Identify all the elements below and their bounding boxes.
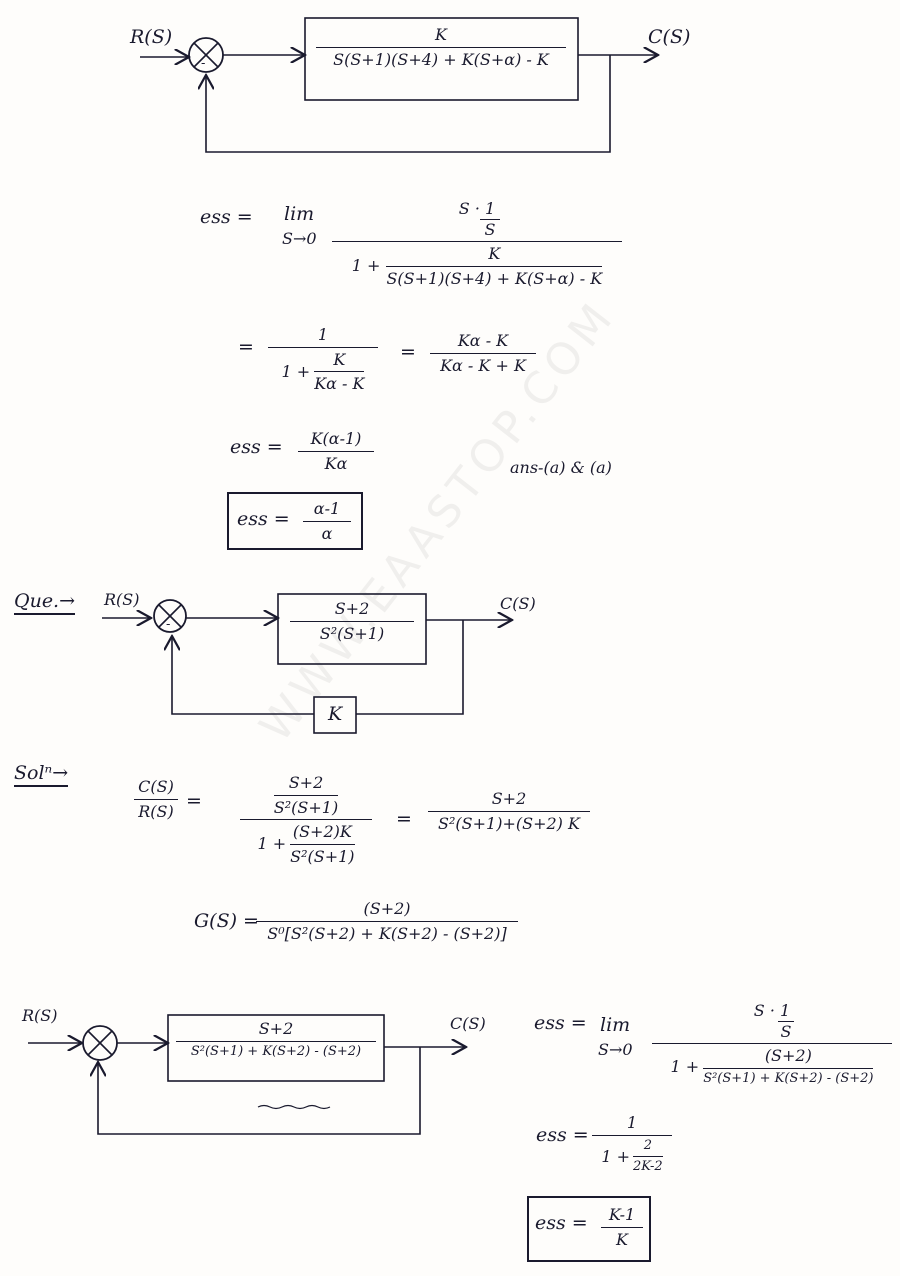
ess1-step-denominator: Kα - K + K bbox=[440, 355, 526, 375]
solution-closed-loop-ratio: C(S) R(S) bbox=[134, 778, 178, 820]
ess2-step-fraction: 1 1 + 2 2K-2 bbox=[592, 1114, 672, 1174]
question-forward-block bbox=[277, 593, 427, 665]
ess2-final-denominator: K bbox=[616, 1229, 628, 1249]
ess2-num-top: S · 1 bbox=[753, 1001, 791, 1020]
diagram2-lines bbox=[28, 1014, 466, 1135]
ess1-step-equals: = bbox=[238, 336, 254, 358]
ess1-num-bottom: S bbox=[484, 219, 496, 239]
ess2-step-inner-den: 2K-2 bbox=[632, 1158, 663, 1174]
question-transfer-function: S+2 S²(S+1) bbox=[290, 600, 414, 642]
question-minus-sign: - bbox=[166, 617, 171, 632]
question-summing-junction bbox=[153, 599, 187, 633]
solution-a-denominator: S²(S+1) bbox=[273, 797, 339, 817]
diagram2-forward-block bbox=[167, 1014, 385, 1082]
ess1-answer-note: ans-(a) & (a) bbox=[510, 458, 612, 477]
solution-equals-2: = bbox=[396, 808, 412, 830]
ess1-step-result-fraction: Kα - K Kα - K + K bbox=[430, 332, 536, 374]
solution-b-denominator: S²(S+1) bbox=[290, 846, 355, 866]
ess1-result-denominator: Kα bbox=[324, 453, 348, 473]
diagram1-lines bbox=[140, 17, 658, 153]
question-input-label: R(S) bbox=[104, 590, 140, 609]
ess2-lim: lim bbox=[600, 1014, 631, 1036]
ess2-final-answer-box: ess = K-1 K bbox=[527, 1196, 651, 1262]
ess2-lim-subscript: S→0 bbox=[598, 1040, 633, 1059]
question-feedback-gain: K bbox=[328, 703, 343, 725]
ess1-num-top: S · 1 bbox=[458, 199, 496, 218]
ess1-result-numerator: K(α-1) bbox=[310, 429, 362, 448]
diagram2-tf-numerator: S+2 bbox=[258, 1019, 294, 1038]
question-tf-numerator: S+2 bbox=[334, 599, 370, 618]
ess2-final-fraction: K-1 K bbox=[601, 1206, 643, 1248]
ess2-final-label: ess = bbox=[535, 1212, 588, 1234]
solution-g-denominator: S⁰[S²(S+2) + K(S+2) - (S+2)] bbox=[267, 923, 507, 943]
solution-g-numerator: (S+2) bbox=[363, 899, 411, 918]
ess1-step-inner-num: K bbox=[333, 349, 346, 369]
diagram1-input-label: R(S) bbox=[130, 26, 173, 48]
ess1-main-fraction: S · 1 S 1 + K S(S+1)(S+4) + K(S+α) - K bbox=[332, 200, 622, 287]
ess1-final-answer-box: ess = α-1 α bbox=[227, 492, 363, 550]
diagram2-transfer-function: S+2 S²(S+1) + K(S+2) - (S+2) bbox=[176, 1020, 376, 1059]
question-feedback-block bbox=[313, 696, 357, 734]
ess2-final-numerator: K-1 bbox=[608, 1205, 636, 1224]
ess1-step-lead: 1 + bbox=[281, 361, 311, 381]
diagram1-transfer-function: K S(S+1)(S+4) + K(S+α) - K bbox=[316, 26, 566, 68]
diagram1-tf-denominator: S(S+1)(S+4) + K(S+α) - K bbox=[333, 49, 549, 69]
question-output-label: C(S) bbox=[500, 594, 536, 613]
ess1-result-fraction: K(α-1) Kα bbox=[298, 430, 374, 472]
diagram1-output-label: C(S) bbox=[648, 26, 691, 48]
ess1-result-label: ess = bbox=[230, 436, 283, 458]
diagram-question-lines bbox=[102, 593, 512, 734]
diagram1-forward-block bbox=[304, 17, 579, 101]
ess1-final-denominator: α bbox=[321, 523, 333, 543]
solution-b-lead: 1 + bbox=[257, 834, 287, 854]
solution-compound-fraction: S+2 S²(S+1) 1 + (S+2)K S²(S+1) bbox=[240, 774, 372, 865]
ess1-final-label: ess = bbox=[237, 508, 290, 530]
question-tf-denominator: S²(S+1) bbox=[319, 623, 385, 643]
diagram2-tf-denominator: S²(S+1) + K(S+2) - (S+2) bbox=[190, 1043, 362, 1059]
question-label: Que.→ bbox=[14, 592, 76, 615]
ess1-step-one: 1 bbox=[317, 325, 329, 344]
solution-b-numerator: (S+2)K bbox=[292, 822, 352, 842]
ess1-step-numerator: Kα - K bbox=[457, 331, 509, 350]
ess1-final-fraction: α-1 α bbox=[303, 500, 351, 542]
ess1-inner-numerator: K bbox=[488, 244, 501, 264]
ess1-step-fraction: 1 1 + K Kα - K bbox=[268, 326, 378, 393]
solution-g-label: G(S) = bbox=[194, 910, 259, 932]
ess2-inner-denominator: S²(S+1) + K(S+2) - (S+2) bbox=[703, 1070, 874, 1086]
ess2-main-fraction: S · 1 S 1 + (S+2) S²(S+1) + K(S+2) - (S+… bbox=[652, 1002, 892, 1086]
solution-cr-denominator: R(S) bbox=[138, 801, 174, 821]
ess1-lim-subscript: S→0 bbox=[282, 229, 317, 248]
solution-g-fraction: (S+2) S⁰[S²(S+2) + K(S+2) - (S+2)] bbox=[256, 900, 518, 942]
solution-result-fraction: S+2 S²(S+1)+(S+2) K bbox=[428, 790, 590, 832]
solution-equals: = bbox=[186, 790, 202, 812]
solution-c-numerator: S+2 bbox=[491, 789, 527, 808]
diagram2-output-label: C(S) bbox=[450, 1014, 486, 1033]
ess2-label: ess = bbox=[534, 1012, 587, 1034]
ess2-inner-numerator: (S+2) bbox=[764, 1046, 812, 1066]
solution-label: Solⁿ→ bbox=[14, 764, 69, 787]
ess1-step-equals-2: = bbox=[400, 341, 416, 363]
ess1-lim: lim bbox=[284, 203, 315, 225]
solution-a-numerator: S+2 bbox=[288, 773, 324, 792]
solution-cr-numerator: C(S) bbox=[138, 777, 174, 796]
diagram1-tf-numerator: K bbox=[435, 25, 447, 44]
ess2-den-lead: 1 + bbox=[670, 1056, 700, 1076]
ess2-step-label: ess = bbox=[536, 1124, 589, 1146]
ess1-final-numerator: α-1 bbox=[313, 499, 341, 518]
ess2-step-inner-num: 2 bbox=[643, 1137, 652, 1153]
ess2-step-lead: 1 + bbox=[601, 1146, 630, 1166]
ess1-inner-denominator: S(S+1)(S+4) + K(S+α) - K bbox=[386, 268, 603, 288]
ess2-step-one: 1 bbox=[626, 1113, 638, 1132]
diagram1-minus-sign: - bbox=[201, 56, 206, 71]
ess1-label: ess = bbox=[200, 206, 253, 228]
diagram2-input-label: R(S) bbox=[22, 1006, 58, 1025]
ess1-step-inner-den: Kα - K bbox=[314, 374, 365, 394]
solution-c-denominator: S²(S+1)+(S+2) K bbox=[438, 813, 580, 833]
ess2-num-bottom: S bbox=[780, 1021, 792, 1041]
ess1-den-lead: 1 + bbox=[351, 256, 381, 276]
